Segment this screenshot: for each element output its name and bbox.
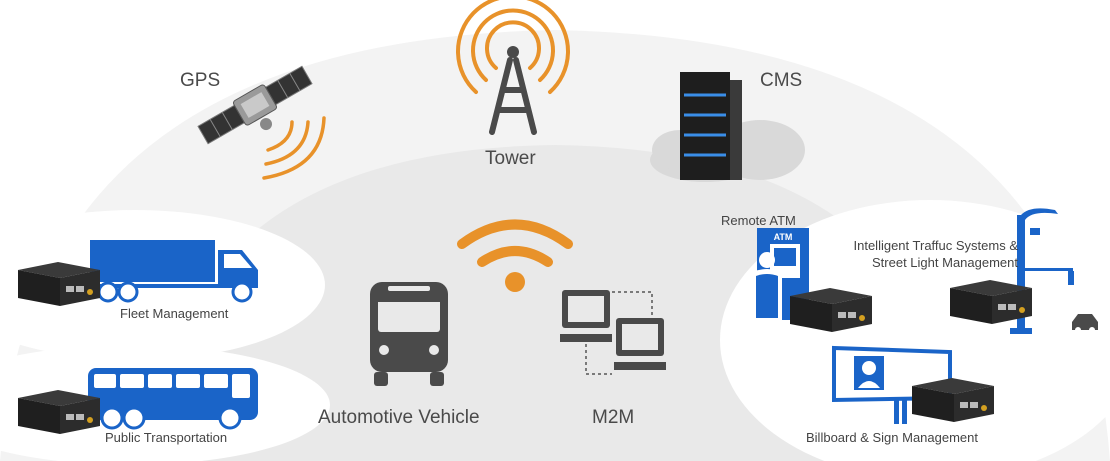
- billboard-icon: [832, 345, 952, 424]
- m2m-computers-icon: [560, 290, 666, 375]
- router-device-icon: [950, 280, 1032, 324]
- router-device-icon: [18, 262, 100, 306]
- fleet-management-label: Fleet Management: [120, 306, 229, 321]
- wifi-icon: [457, 219, 573, 267]
- server-cloud-icon: [650, 72, 805, 182]
- gps-label: GPS: [180, 70, 221, 91]
- its-label-line2: Street Light Management: [872, 255, 1018, 270]
- right-cloud: [720, 200, 1110, 461]
- public-transportation-label: Public Transportation: [105, 430, 228, 445]
- gps-signal-icon: [262, 116, 326, 180]
- remote-atm-label: Remote ATM: [721, 213, 796, 228]
- cms-label: CMS: [760, 70, 803, 91]
- bus-side-icon: [88, 368, 258, 430]
- its-label-line1: Intelligent Traffuc Systems &: [853, 238, 1019, 253]
- wifi-dot: [505, 272, 525, 292]
- atm-sign-text: ATM: [774, 232, 793, 242]
- street-light-icon: [1010, 208, 1074, 334]
- m2m-label: M2M: [592, 407, 635, 428]
- truck-icon: [90, 240, 258, 303]
- router-device-icon: [18, 390, 100, 434]
- satellite-icon: [197, 65, 313, 145]
- bus-icon: [370, 282, 448, 386]
- router-device-icon: [790, 288, 872, 332]
- router-device-icon: [912, 378, 994, 422]
- billboard-label: Billboard & Sign Management: [806, 430, 978, 445]
- tower-label: Tower: [485, 148, 536, 169]
- car-icon: [1072, 314, 1098, 333]
- tower-icon: [456, 0, 570, 135]
- automotive-vehicle-label: Automotive Vehicle: [318, 407, 480, 428]
